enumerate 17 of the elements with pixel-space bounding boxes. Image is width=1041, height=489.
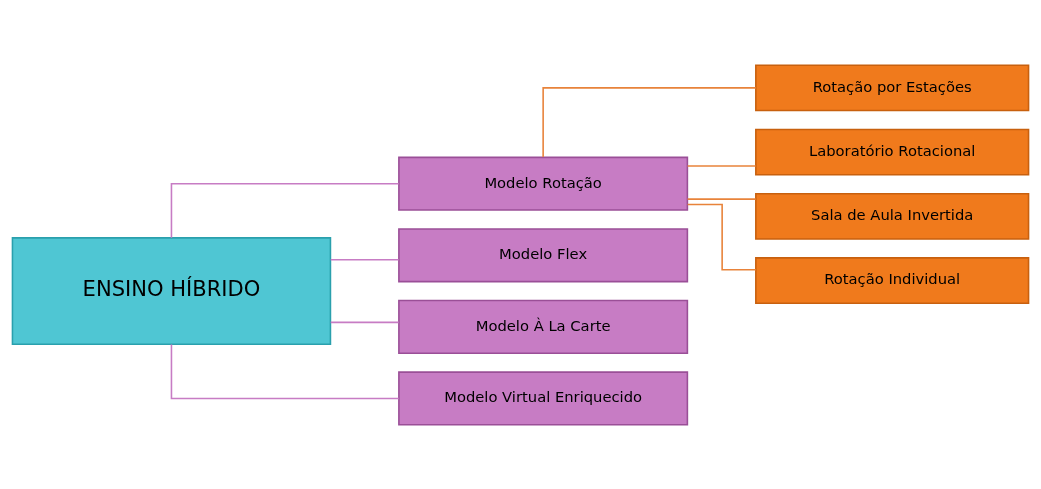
connector — [170, 182, 400, 238]
node-box: Modelo Virtual Enriquecido — [398, 370, 689, 426]
connector — [329, 258, 400, 261]
connector — [686, 203, 757, 271]
connector — [542, 86, 757, 158]
connector — [170, 343, 400, 399]
node-box: Modelo À La Carte — [398, 299, 689, 354]
node-box: Rotação Individual — [755, 256, 1030, 304]
connector — [686, 164, 757, 167]
node-box: Laboratório Rotacional — [755, 128, 1030, 175]
connector — [686, 197, 757, 200]
node-box: Modelo Flex — [398, 227, 689, 282]
node-box: Sala de Aula Invertida — [755, 192, 1030, 240]
node-box: Rotação por Estações — [755, 63, 1030, 111]
node-box: ENSINO HÍBRIDO — [11, 236, 332, 345]
node-box: Modelo Rotação — [398, 156, 689, 211]
connector — [329, 321, 400, 323]
